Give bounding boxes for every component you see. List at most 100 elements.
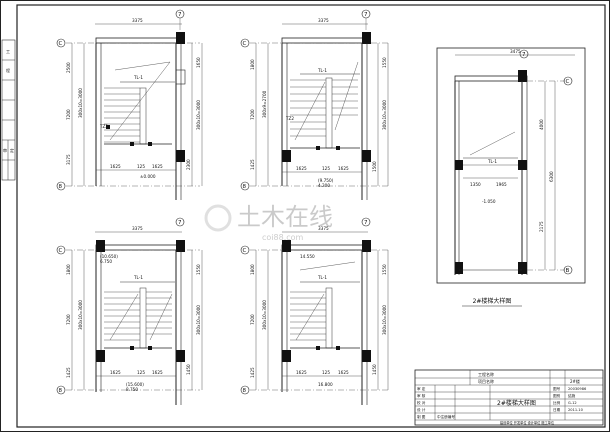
plan1-post-label: TZ2	[99, 124, 108, 129]
plan2-dim-bot-1: 1625	[296, 166, 307, 171]
title-top-right: 2#楼	[570, 378, 580, 384]
plan1-dim-bot-3: 1625	[152, 164, 163, 169]
left-strip-text-6: 定	[10, 147, 14, 153]
plan2-dim-left-inner: 300x9=2700	[262, 90, 267, 118]
grid-c-label-4: C	[243, 248, 247, 254]
plan2-beam-label: TL-1	[317, 68, 327, 73]
grid-7-label-4: 7	[364, 220, 368, 226]
title-right-value-1: 20030986	[568, 387, 587, 391]
plan2-dim-left-2: 7200	[250, 109, 255, 120]
plan2-post-label: TZ2	[285, 116, 294, 121]
stair-plan-3: C 8 7 3375 TL-1 (	[56, 217, 203, 405]
plan1-dim-right-1: 1650	[196, 57, 201, 68]
left-strip-text-2: 程	[6, 67, 10, 73]
plan1-beam-label: TL-1	[133, 75, 143, 80]
inner-border	[16, 4, 606, 428]
roof-dim-right-3: 2175	[539, 221, 544, 232]
roof-beam-label: TL-1	[487, 159, 497, 164]
plan2-dim-top: 3375	[318, 18, 329, 23]
plan1-elevation: ±0.000	[140, 174, 156, 179]
title-row-4: 设 计	[417, 407, 426, 412]
watermark: 土木在线 coi88.com	[204, 203, 333, 242]
roof-dim-bot-1: 1350	[470, 182, 481, 187]
plan1-dim-left-1: 2500	[66, 62, 71, 73]
plan1-dim-right-2: 300x10=3000	[196, 100, 201, 130]
left-binding-strip: 工 程 审 定	[1, 39, 16, 181]
grid-8-label-2: 8	[243, 184, 247, 190]
plan3-beam-label: TL-1	[133, 275, 143, 280]
plan4-dim-bot-2: 125	[322, 370, 330, 375]
plan1-dim-bot-1: 1625	[110, 164, 121, 169]
title-row-2: 审 核	[417, 393, 426, 398]
grid-c-label-3: C	[59, 248, 63, 254]
plan4-dim-left-1: 1800	[250, 264, 255, 275]
watermark-url: coi88.com	[262, 233, 304, 242]
roof-dim-bot-2: 1965	[496, 182, 507, 187]
stair-plan-4: C 8 7 3375 TL-1 14.550	[240, 217, 390, 405]
title-row-5: 制 图	[417, 414, 426, 419]
roof-plan-title: 2#楼梯大样图	[473, 297, 512, 305]
plan2-dim-right-2: 300x10=3000	[382, 100, 387, 130]
stair-roof-plan: 3475 7 C B TL-1 1350 1965 -1.050 4000 63…	[436, 47, 586, 307]
plan1-dim-left-3: 3175	[66, 154, 71, 165]
title-row-3: 校 对	[417, 400, 426, 405]
plan3-dim-left-inner: 300x10=3000	[78, 300, 83, 330]
plan4-dim-right-1: 1550	[382, 264, 387, 275]
plan4-dim-right-2: 300x10=3000	[382, 305, 387, 335]
title-right-value-3: G-12	[568, 401, 577, 405]
plan3-dim-left-3: 1425	[66, 367, 71, 378]
grid-7-label-3: 7	[178, 220, 182, 226]
title-subitem-label: 项目名称	[478, 378, 494, 384]
plan4-top-elev: 14.550	[300, 254, 315, 259]
grid-7-label-2: 7	[364, 12, 368, 18]
left-strip-text-5: 审	[3, 147, 7, 153]
plan2-dim-bot-2: 125	[322, 166, 330, 171]
grid-b-label: B	[566, 268, 570, 274]
title-right-value-4: 2011.10	[568, 408, 584, 412]
plan1-dim-left-inner: 300x10=3000	[78, 88, 83, 118]
roof-dim-top: 3475	[510, 49, 521, 54]
stair-plan-2: C 8 7 3375 TL-1 TZ2	[240, 9, 390, 200]
plan3-dim-right-3: 1450	[186, 364, 191, 375]
plan4-dim-right-3: 1450	[372, 364, 377, 375]
plan3-dim-top: 3375	[132, 226, 143, 231]
grid-8-label-1: 8	[59, 184, 63, 190]
title-right-label-4: 日期	[553, 407, 561, 412]
plan4-dim-bot-1: 1625	[296, 370, 307, 375]
plan4-beam-label: TL-1	[317, 275, 327, 280]
stair-plan-1: C 8 7 3375 TL-1 TZ2	[56, 9, 203, 200]
grid-c-label-1: C	[59, 41, 63, 47]
grid-8-label-4: 8	[243, 388, 247, 394]
roof-dim-right-1: 4000	[539, 119, 544, 130]
title-project-label: 工程名称	[478, 371, 494, 377]
plan2-dim-bot-3: 1625	[338, 166, 349, 171]
plan3-dim-bot-1: 1625	[110, 370, 121, 375]
plan2-dim-left-3: 1425	[250, 159, 255, 170]
grid-7-label-5: 7	[522, 52, 526, 58]
plan4-dim-top: 3375	[318, 226, 329, 231]
plan1-dim-right-3: 2300	[186, 159, 191, 170]
grid-c-label-2: C	[243, 41, 247, 47]
plan3-dim-left-1: 1800	[66, 264, 71, 275]
plan3-dim-right-1: 1550	[196, 264, 201, 275]
plan2-dim-left-1: 1800	[250, 59, 255, 70]
roof-dim-right-2: 6300	[549, 171, 554, 182]
plan3-dim-right-2: 300x10=3000	[196, 305, 201, 335]
plan3-dim-bot-2: 125	[137, 370, 145, 375]
plan4-dim-left-inner: 300x10=3000	[262, 300, 267, 330]
roof-elevation: -1.050	[482, 199, 496, 204]
plan2-dim-right-3: 1500	[372, 161, 377, 172]
watermark-text: 土木在线	[237, 203, 333, 231]
left-strip-text-1: 工	[6, 49, 10, 54]
title-row-1: 审 定	[417, 386, 426, 391]
title-row-6: 中注册编号	[437, 414, 455, 419]
title-right-label-1: 图号	[553, 386, 561, 391]
plan1-dim-top: 3375	[132, 18, 143, 23]
grid-c-label-5: C	[566, 79, 570, 85]
title-right-label-2: 图别	[553, 393, 561, 398]
plan3-dim-left-2: 7200	[66, 314, 71, 325]
title-drawing-name: 2#楼梯大样图	[497, 399, 536, 407]
plan4-dim-bot-3: 1625	[338, 370, 349, 375]
plan3-elevation: (15.600)8.750	[126, 382, 144, 392]
